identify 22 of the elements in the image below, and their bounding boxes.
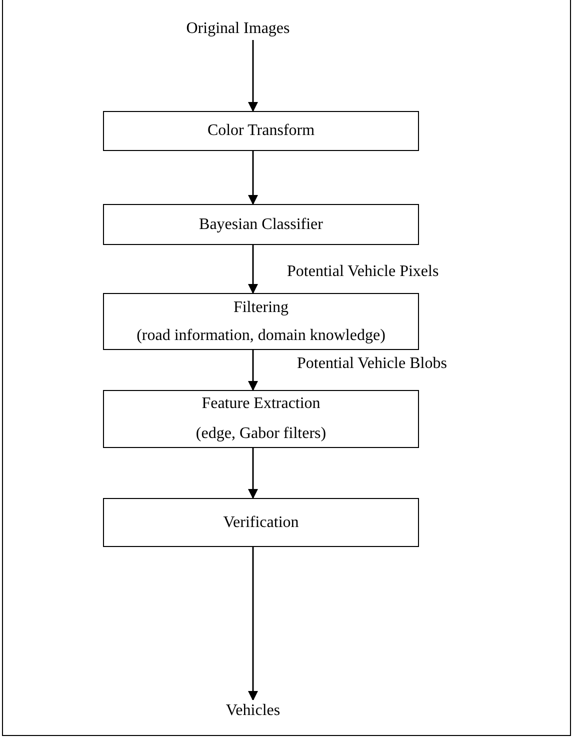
arrow [248, 245, 258, 294]
box-subtitle: (road information, domain knowledge) [136, 326, 386, 346]
process-box [103, 204, 419, 245]
edge-label: Potential Vehicle Pixels [287, 262, 439, 282]
arrow [248, 40, 258, 112]
arrow [248, 448, 258, 499]
box-title: Feature Extraction [202, 394, 320, 414]
box-title: Verification [223, 512, 299, 532]
box-title: Original Images [186, 19, 290, 39]
box-title: Filtering [233, 298, 289, 318]
arrow [248, 547, 258, 701]
arrow [248, 151, 258, 205]
arrow [248, 350, 258, 391]
edge-label: Potential Vehicle Blobs [297, 354, 447, 374]
process-box [103, 498, 419, 547]
box-subtitle: (edge, Gabor filters) [196, 424, 326, 444]
box-title: Bayesian Classifier [199, 214, 323, 234]
box-title: Vehicles [226, 701, 280, 721]
process-box [103, 293, 419, 350]
process-box [103, 390, 419, 448]
process-box [103, 111, 419, 151]
box-title: Color Transform [207, 121, 315, 141]
